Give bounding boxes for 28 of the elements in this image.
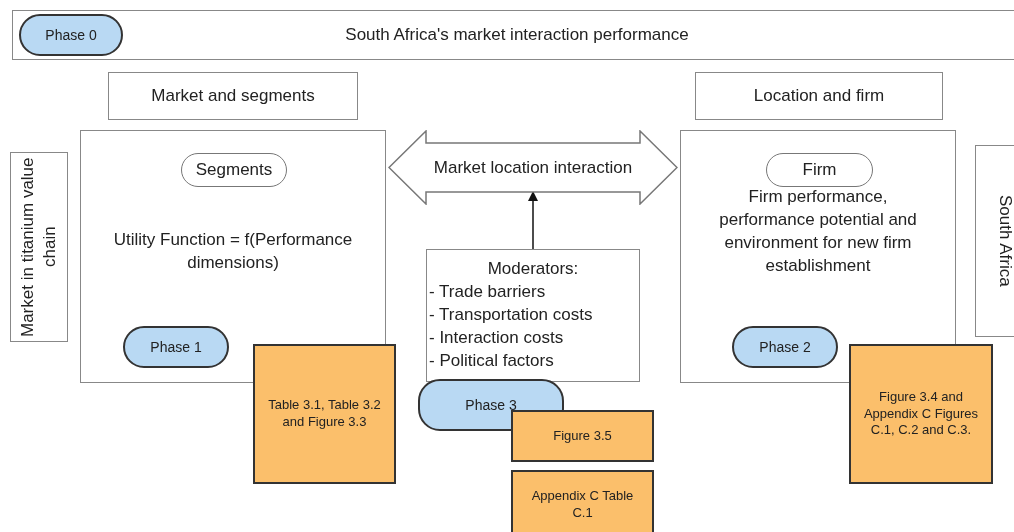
moderators-box [426,249,640,382]
panel-text: Firm performance, performance potential and environment for new firm establishment [718,186,918,277]
title-band [12,10,1014,60]
arrow [528,191,538,250]
band-title: South Africa's market interaction performance [345,25,689,45]
segments-pill: Segments [181,153,287,187]
heading-box: Location and firm [695,72,943,120]
phase-badge: Phase 0 [19,14,123,56]
phase-badge: Phase 2 [732,326,838,368]
list-item: - Interaction costs [429,326,565,349]
segment-panel [80,130,386,383]
reference-box: Figure 3.5 [511,410,654,462]
phase-badge: Phase 1 [123,326,229,368]
list-item: - Trade barriers [429,281,547,304]
arrow-label: Market location interaction [433,157,633,178]
reference-box: Figure 3.4 and Appendix C Figures C.1, C.2 and C.3. [849,344,993,484]
panel-text: Utility Function = f(Performance dimensions) [112,229,354,274]
side-label-box: South Africa [975,145,1014,337]
heading-box: Market and segments [108,72,358,120]
list-item: - Transportation costs [429,304,594,327]
reference-box: Appendix C Table C.1 [511,470,654,532]
list-item: - Political factors [429,349,555,372]
double-arrow [388,130,678,205]
firm-pill: Firm [766,153,873,187]
reference-box: Table 3.1, Table 3.2 and Figure 3.3 [253,344,396,484]
list-heading: Moderators: [486,258,580,281]
firm-panel [680,130,956,383]
side-label-box: Market in titanium value chain [10,152,68,342]
